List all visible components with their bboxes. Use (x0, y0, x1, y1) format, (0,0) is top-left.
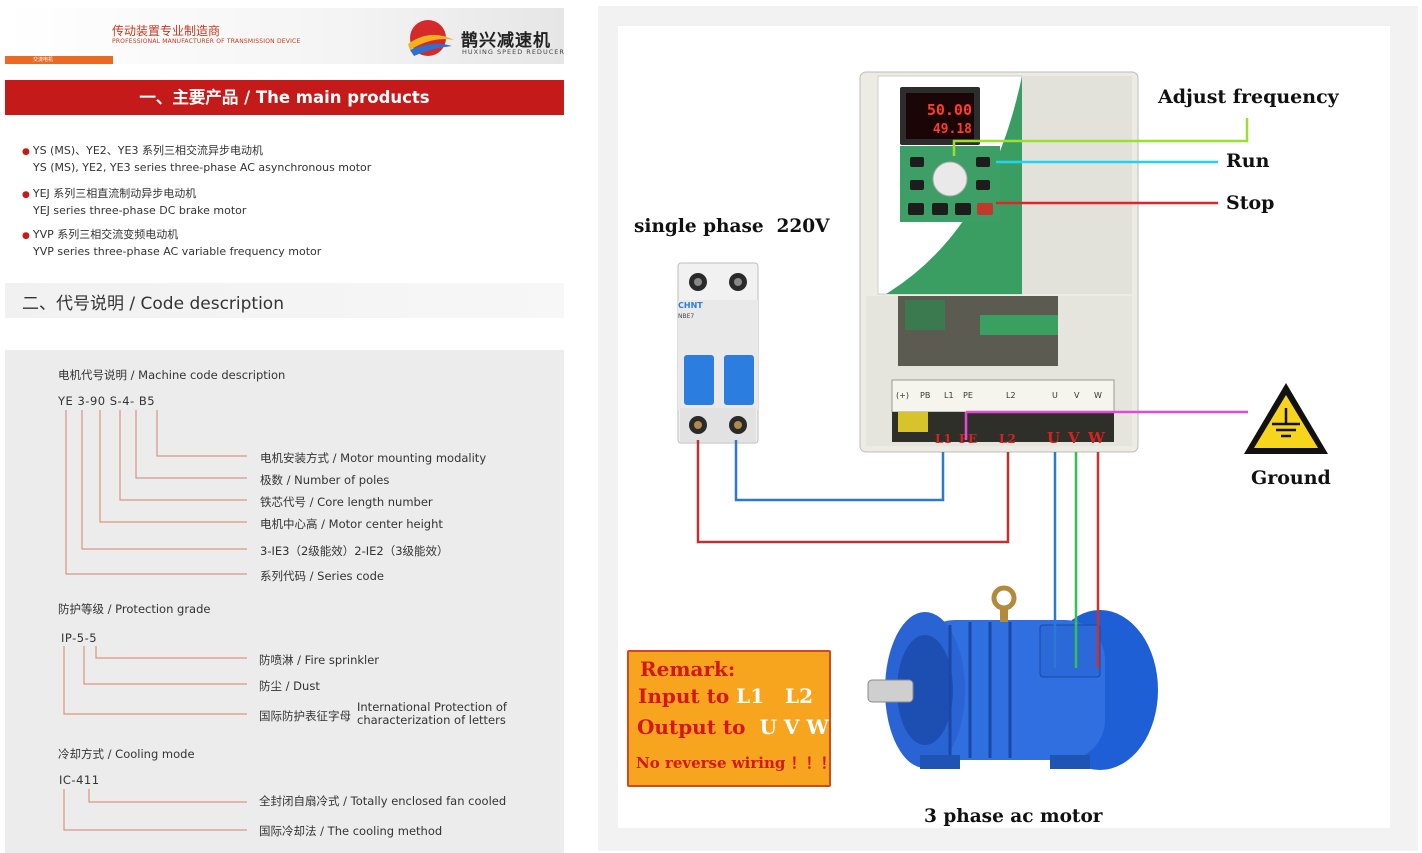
protection-label-en: International Protection of characteriza… (357, 700, 507, 727)
remark-warning: No reverse wiring ！！！ (636, 754, 836, 772)
protection-label: 防喷淋 / Fire sprinkler (259, 653, 380, 667)
product-name-en: YS (MS), YE2, YE3 series three-phase AC … (33, 161, 372, 174)
svg-text:50.00: 50.00 (927, 101, 972, 119)
bullet-icon: ● (22, 190, 30, 200)
terminal-strip-labels: (+) PB L1 PE L2 U V W (896, 391, 1102, 400)
inverter-icon: 50.00 49.18 (859, 71, 1139, 453)
cooling-label: 全封闭自扇冷式 / Totally enclosed fan cooled (259, 794, 507, 808)
brand-tag: 交流电机 (5, 56, 113, 64)
brand-name: 鹊兴减速机 (461, 31, 551, 51)
wires (696, 118, 1249, 668)
machine-code-label: 铁芯代号 / Core length number (260, 495, 433, 509)
product-name-cn: YS (MS)、YE2、YE3 系列三相交流异步电动机 (32, 144, 263, 157)
protection-heading: 防护等级 / Protection grade (58, 602, 211, 616)
brand-logo-icon (408, 20, 454, 56)
brand-tagline-cn: 传动装置专业制造商 (112, 24, 221, 38)
brand-header (5, 8, 564, 64)
single-phase-label: single phase 220V (634, 216, 830, 237)
main-products-heading: 一、主要产品 / The main products (5, 80, 564, 115)
bullet-icon: ● (22, 147, 30, 157)
motor-icon (867, 585, 1158, 770)
brand-name-en: HUXING SPEED REDUCER (462, 48, 565, 56)
wiring-diagram: 50.00 49.18 (+) PB L1 PE L2 U V W L1 PE … (677, 71, 1328, 770)
machine-code-label: 极数 / Number of poles (260, 473, 390, 487)
code-description-heading: 二、代号说明 / Code description (22, 294, 284, 314)
cooling-label: 国际冷却法 / The cooling method (259, 824, 443, 838)
remark-title: Remark: (640, 657, 736, 681)
product-name-cn: YEJ 系列三相直流制动异步电动机 (32, 187, 197, 200)
product-item: ●YEJ 系列三相直流制动异步电动机 YEJ series three-phas… (22, 186, 246, 219)
code-description-box (5, 350, 564, 853)
cooling-code: IC-411 (59, 773, 100, 787)
protection-label: 国际防护表征字母 (259, 709, 351, 723)
brand-tagline-en: PROFESSIONAL MANUFACTURER OF TRANSMISSIO… (112, 38, 301, 45)
ground-warning-icon (1244, 383, 1328, 454)
protection-code: IP-5-5 (61, 631, 98, 645)
bullet-icon: ● (22, 231, 30, 241)
wire-freq (952, 118, 1249, 156)
adjust-frequency-label: Adjust frequency (1158, 86, 1339, 108)
machine-code-heading: 电机代号说明 / Machine code description (58, 368, 286, 382)
machine-code-label: 3-IE3（2级能效）2-IE2（3级能效） (260, 544, 449, 558)
wire-l1 (734, 440, 945, 502)
remark-box (627, 650, 831, 787)
remark-input-line: Input to L1 L2 (638, 684, 814, 708)
product-catalog-panel: 传动装置专业制造商 PROFESSIONAL MANUFACTURER OF T… (0, 0, 570, 853)
remark-output-line: Output to U V W (637, 715, 829, 739)
ground-label: Ground (1251, 467, 1331, 489)
product-item: ●YVP 系列三相交流变频电动机 YVP series three-phase … (22, 227, 321, 260)
circuit-breaker-icon (677, 262, 759, 444)
protection-label: 防尘 / Dust (259, 679, 320, 693)
stop-label: Stop (1226, 192, 1275, 214)
breaker-model: NBE7 (678, 313, 694, 320)
product-name-en: YEJ series three-phase DC brake motor (33, 204, 247, 217)
machine-code-label: 系列代码 / Series code (260, 569, 384, 583)
terminal-marks: L1 PE L2 U V W (935, 428, 1106, 447)
breaker-brand: CHNT (678, 301, 703, 310)
product-name-cn: YVP 系列三相交流变频电动机 (32, 228, 179, 241)
motor-label: 3 phase ac motor (924, 806, 1103, 827)
svg-text:49.18: 49.18 (933, 122, 972, 137)
cooling-heading: 冷却方式 / Cooling mode (58, 747, 195, 761)
product-item: ●YS (MS)、YE2、YE3 系列三相交流异步电动机 YS (MS), YE… (22, 143, 371, 176)
code-description-band (5, 283, 564, 318)
product-name-en: YVP series three-phase AC variable frequ… (33, 245, 322, 258)
machine-code-label: 电机中心高 / Motor center height (260, 517, 443, 531)
wire-l2 (696, 440, 1010, 544)
machine-code: YE 3-90 S-4- B5 (58, 394, 156, 408)
run-label: Run (1226, 150, 1270, 172)
machine-code-label: 电机安装方式 / Motor mounting modality (260, 451, 487, 465)
code-leader-lines (63, 410, 247, 831)
